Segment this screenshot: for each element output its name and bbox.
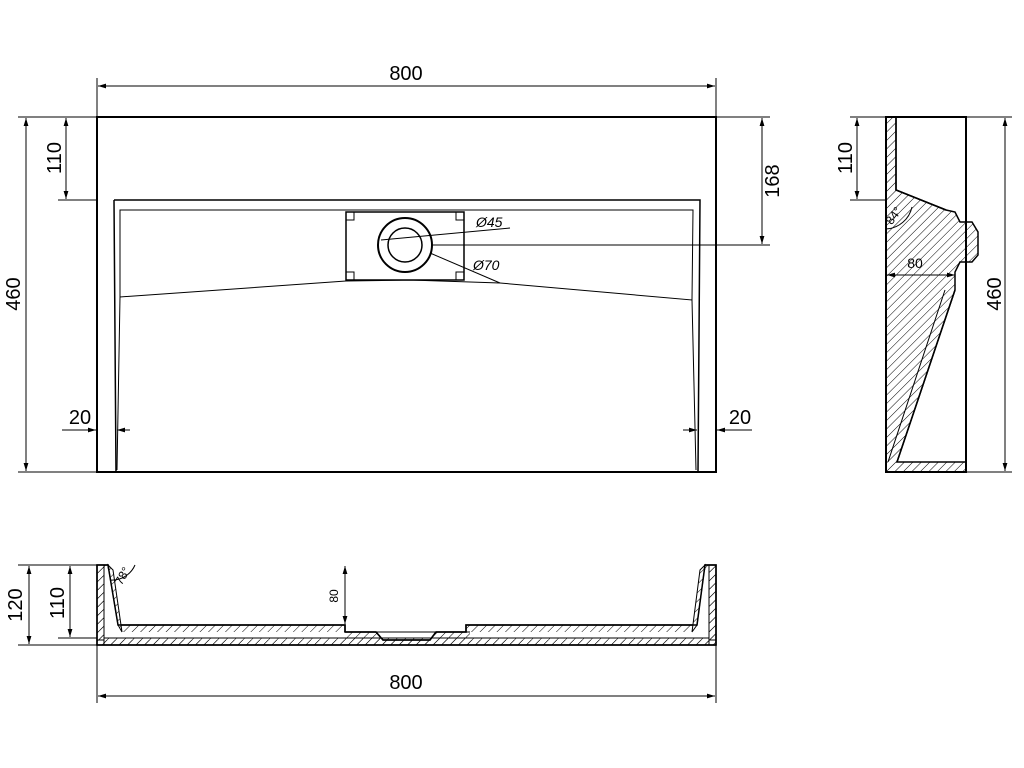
front-depth-dim-label: 80	[327, 589, 341, 603]
side-depth-dim-label: 80	[907, 255, 923, 271]
drain-inner-circle	[387, 227, 423, 263]
front-hatched-walls	[96, 563, 717, 646]
drain-outer-leader	[429, 252, 501, 284]
basin-side-slopes	[116, 296, 697, 471]
front-inner-height-dim-label: 110	[47, 587, 69, 619]
side-inner-surface	[895, 117, 956, 463]
basin-inner-edge	[113, 199, 701, 473]
front-section-gap	[104, 570, 709, 640]
front-view: 78° 80 120 110 800	[5, 563, 717, 703]
drain-frame-corners	[346, 212, 464, 280]
right-margin-dim-label: 20	[729, 407, 751, 429]
drain-frame	[345, 211, 465, 281]
drain-inner-dim-label: Ø45	[475, 214, 503, 230]
side-height-dim-label: 460	[984, 277, 1006, 310]
top-offset-dim-label: 110	[44, 142, 66, 174]
front-outer-height-dim-label: 120	[5, 588, 27, 621]
width-dim-label: 800	[389, 63, 422, 85]
drain-inner-leader	[380, 227, 511, 241]
side-slope-line	[887, 289, 946, 463]
side-angle-arc	[885, 206, 913, 230]
basin-back-slope	[119, 209, 694, 301]
drain-offset-dim-label: 168	[762, 164, 784, 197]
front-width-dim-label: 800	[389, 672, 422, 694]
height-dim-label: 460	[3, 277, 25, 310]
left-margin-dim-label: 20	[69, 407, 91, 429]
drain-outer-circle	[377, 217, 433, 273]
basin-outline	[96, 116, 717, 473]
side-view: 110 84° 80 460	[835, 116, 1012, 473]
front-angle-arc	[109, 564, 136, 581]
top-view: Ø45 Ø70 800 460 110 168 20 20	[3, 63, 784, 473]
front-drain-lines	[345, 631, 470, 641]
side-wall-section	[885, 116, 979, 473]
side-offset-dim-label: 110	[835, 142, 857, 174]
drain-outer-dim-label: Ø70	[472, 257, 500, 273]
